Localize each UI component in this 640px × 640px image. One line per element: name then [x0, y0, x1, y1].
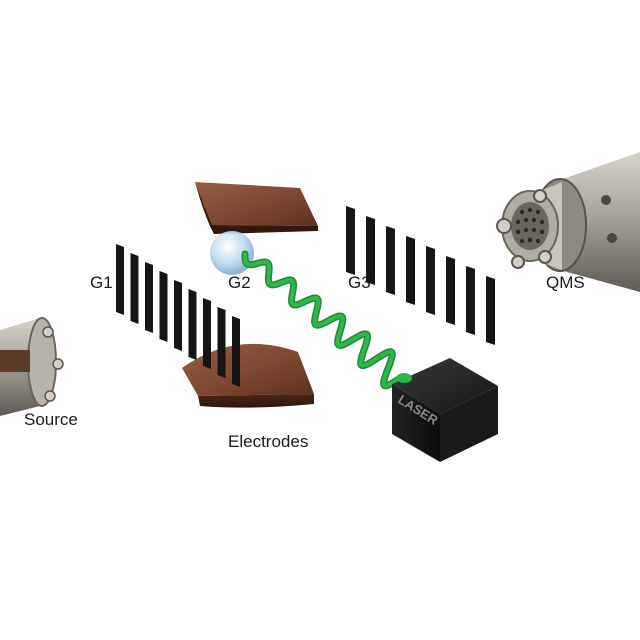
label-qms: QMS	[546, 273, 585, 292]
grid-g3-bar	[486, 276, 495, 345]
label-g2: G2	[228, 273, 251, 292]
grid-g3-bar	[446, 256, 455, 325]
grid-g1-bar	[145, 262, 153, 333]
grid-g1-bar	[232, 316, 240, 387]
top-electrode	[195, 182, 318, 234]
grid-g1-bar	[203, 298, 211, 369]
grid-g3-bar	[386, 226, 395, 295]
grid-g1-bar	[116, 244, 124, 315]
bottom-electrode	[182, 343, 314, 408]
laser-box: LASER	[392, 358, 498, 462]
grid-g3-bar	[346, 206, 355, 275]
grid-g1-bar	[159, 271, 168, 342]
grid-g3-bar	[466, 266, 475, 335]
grid-g3	[346, 206, 495, 345]
grid-g1-bar	[174, 280, 182, 351]
grid-g3-bar	[426, 246, 435, 315]
qms-mesh	[515, 207, 545, 244]
grid-g1-bar	[217, 307, 226, 378]
label-source: Source	[24, 410, 78, 429]
laser-beam	[241, 250, 404, 390]
grid-g3-bar	[406, 236, 415, 305]
grid-g1	[116, 244, 240, 387]
grid-g1-bar	[188, 289, 197, 360]
label-g1: G1	[90, 273, 113, 292]
label-g3: G3	[348, 273, 371, 292]
source-device	[0, 317, 64, 416]
grid-g1-bar	[130, 253, 139, 324]
qms-device	[496, 152, 640, 292]
grid-g3-bar	[366, 216, 375, 285]
label-electrodes: Electrodes	[228, 432, 309, 451]
